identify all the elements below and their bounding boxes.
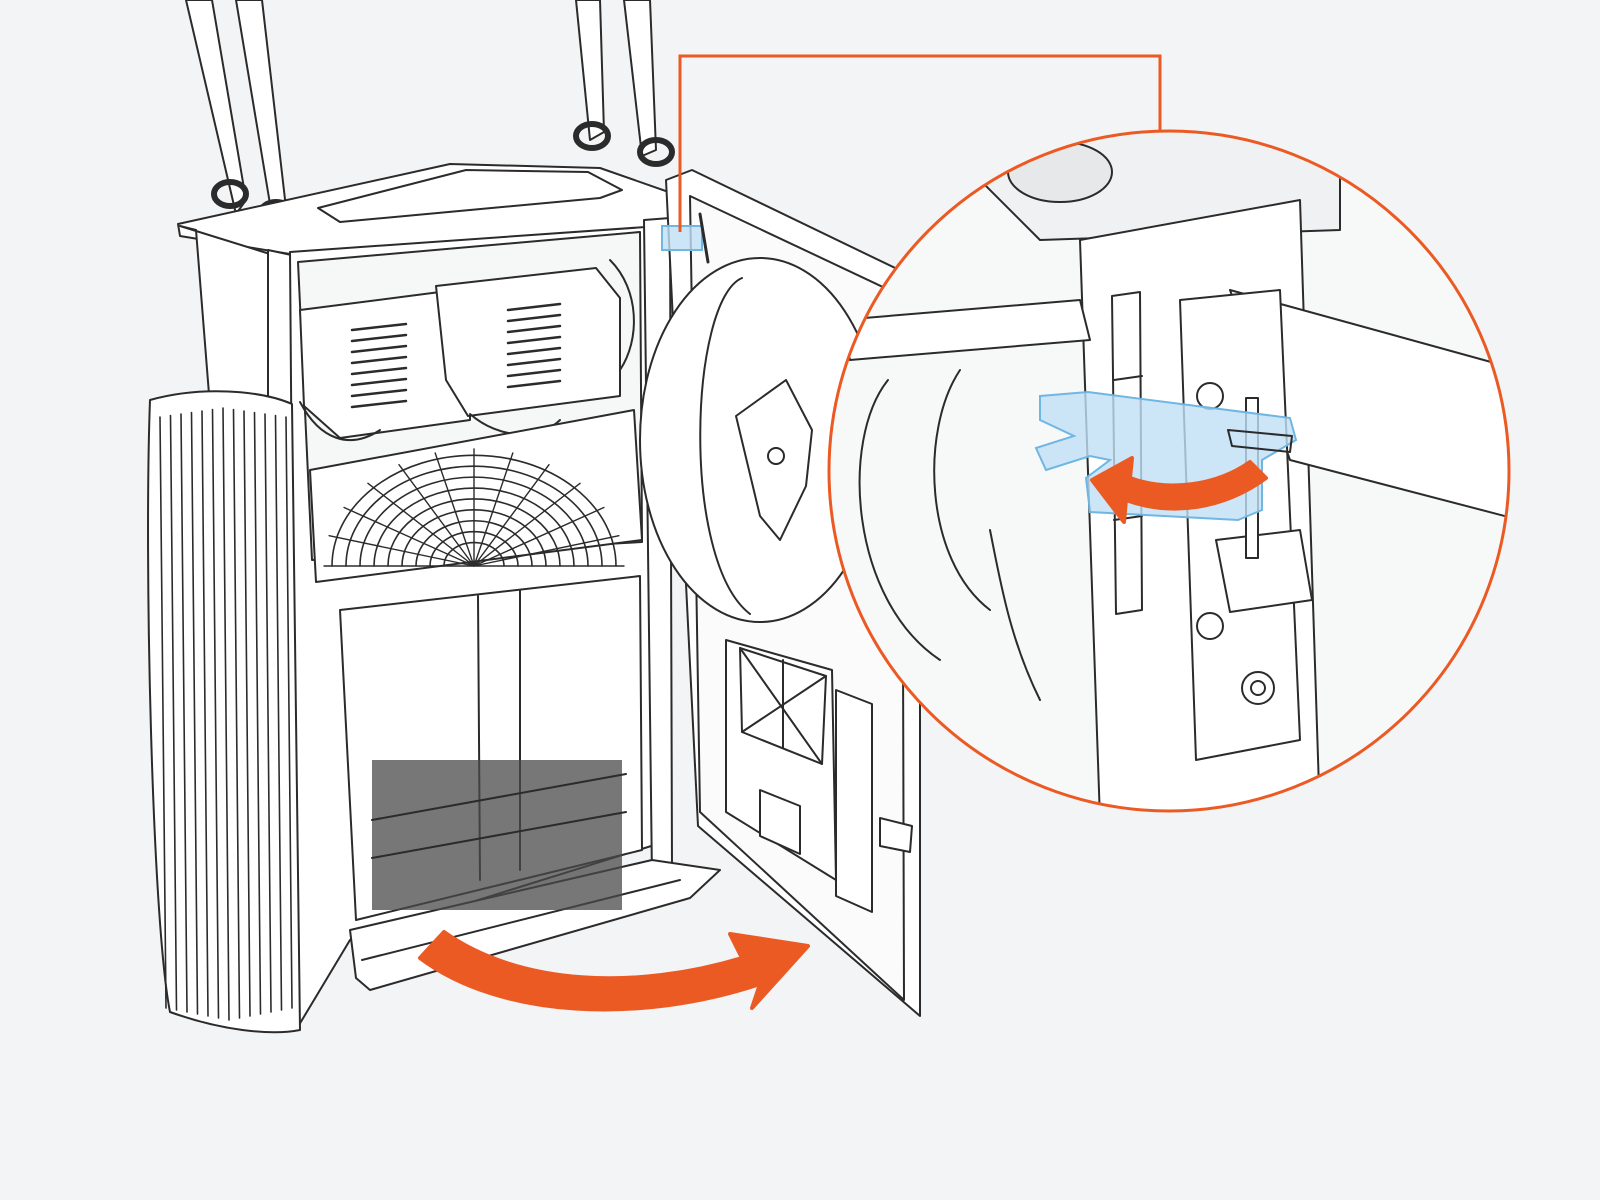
curved-arrow-rotate-latch [1090,456,1268,524]
callout-ring [827,129,1511,813]
callout-leader-line [678,54,1162,232]
curved-arrow-open-door [418,930,810,1012]
door-hold-open-latch [661,225,703,251]
heat-sink-fins [147,390,301,1034]
power-supply-modules [299,259,635,442]
fan-grille [309,409,643,583]
lower-compartment [339,575,643,921]
